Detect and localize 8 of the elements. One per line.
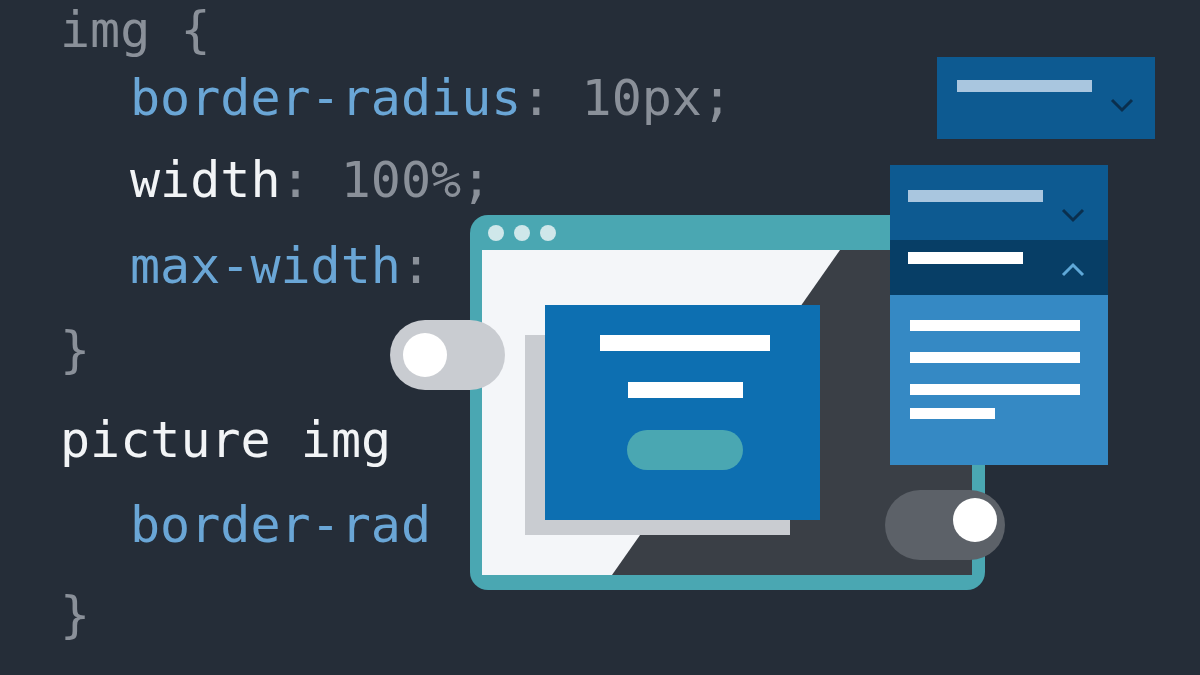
- code-line: border-rad: [130, 495, 432, 555]
- code-line: }: [60, 585, 91, 645]
- code-line: width: 100%;: [130, 150, 492, 210]
- code-line: img {: [60, 0, 211, 60]
- code-line: picture img: [60, 410, 392, 470]
- code-line: max-width:: [130, 236, 432, 296]
- code-line: border-radius: 10px;: [130, 68, 733, 128]
- code-line: }: [60, 320, 91, 380]
